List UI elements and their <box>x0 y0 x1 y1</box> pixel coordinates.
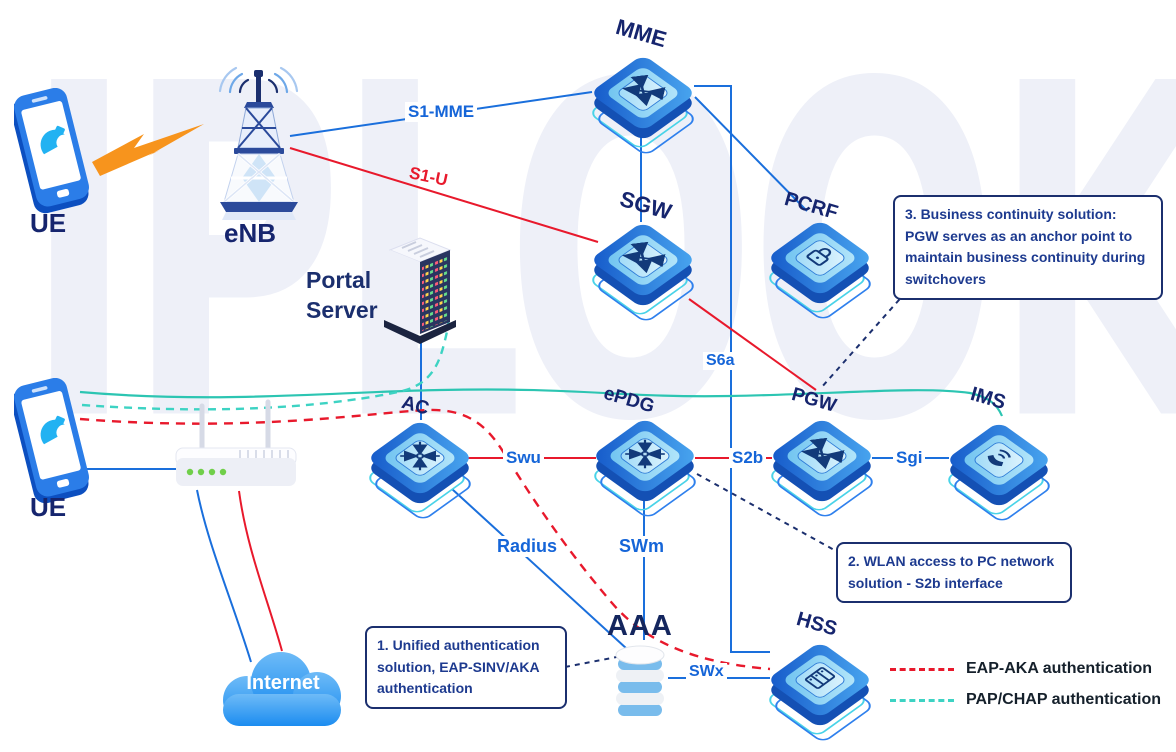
leader-epdg-callout2 <box>696 473 837 552</box>
callout-wlan-access: 2. WLAN access to PC network solution - … <box>836 542 1072 604</box>
hss-node-icon <box>765 634 875 742</box>
sgi-label: Sgi <box>893 448 926 468</box>
leader-callout3-pgw <box>820 291 907 389</box>
callout-business-continuity: 3. Business continuity solution: PGW ser… <box>893 195 1163 300</box>
pap-chap-dash-sample <box>890 698 954 702</box>
s2b-label: S2b <box>729 448 767 468</box>
mme-node-icon <box>588 47 698 155</box>
ue-bottom-phone-icon <box>14 378 92 508</box>
link-router-internet-blue <box>196 489 252 663</box>
aaa-database-icon <box>615 645 665 716</box>
pgw-node-icon <box>767 410 877 518</box>
portal-server-icon <box>384 237 456 344</box>
ac-node-icon <box>365 412 475 520</box>
sgw-node-icon <box>588 214 698 322</box>
lightning-bolt-icon <box>92 124 204 176</box>
enb-label: eNB <box>224 218 277 248</box>
s1-mme-label: S1-MME <box>405 102 478 122</box>
link-mme-pcrf <box>694 96 808 212</box>
legend-item-eap-aka: EAP-AKA authentication <box>890 660 1152 678</box>
swx-label: SWx <box>686 663 727 682</box>
link-teal-ue-ims <box>79 388 1004 417</box>
link-s1-u <box>289 147 599 243</box>
link-sgw-pgw <box>688 298 817 391</box>
ue-bottom-label: UE <box>30 492 67 522</box>
enb-tower-icon <box>218 66 299 220</box>
swu-label: Swu <box>503 448 544 468</box>
radius-label: Radius <box>494 536 561 557</box>
eap-aka-dash-sample <box>890 667 954 671</box>
legend-item-pap-chap: PAP/CHAP authentication <box>890 691 1161 709</box>
pcrf-node-icon <box>765 212 875 320</box>
eap-aka-legend-label: EAP-AKA authentication <box>966 660 1153 677</box>
ims-node-icon <box>944 414 1054 522</box>
link-router-internet-red <box>238 490 283 652</box>
callout-business-continuity-text: 3. Business continuity solution: PGW ser… <box>905 206 1146 288</box>
callout-unified-auth-text: 1. Unified authentication solution, EAP-… <box>377 637 540 697</box>
callout-unified-auth: 1. Unified authentication solution, EAP-… <box>365 626 567 710</box>
link-radius <box>451 488 628 650</box>
wifi-router-icon <box>175 399 297 486</box>
epdg-node-icon <box>590 410 700 518</box>
s6a-label: S6a <box>703 352 738 371</box>
internet-label: Internet <box>246 672 320 694</box>
aaa-label: AAA <box>607 610 673 642</box>
pap-chap-legend-label: PAP/CHAP authentication <box>966 691 1161 708</box>
ue-top-phone-icon <box>14 88 92 218</box>
internet-cloud-icon <box>223 652 341 726</box>
callout-wlan-access-text: 2. WLAN access to PC network solution - … <box>848 553 1055 591</box>
swm-label: SWm <box>616 536 667 557</box>
ue-top-label: UE <box>30 208 67 238</box>
portal-server-label: Portal Server <box>306 267 378 323</box>
